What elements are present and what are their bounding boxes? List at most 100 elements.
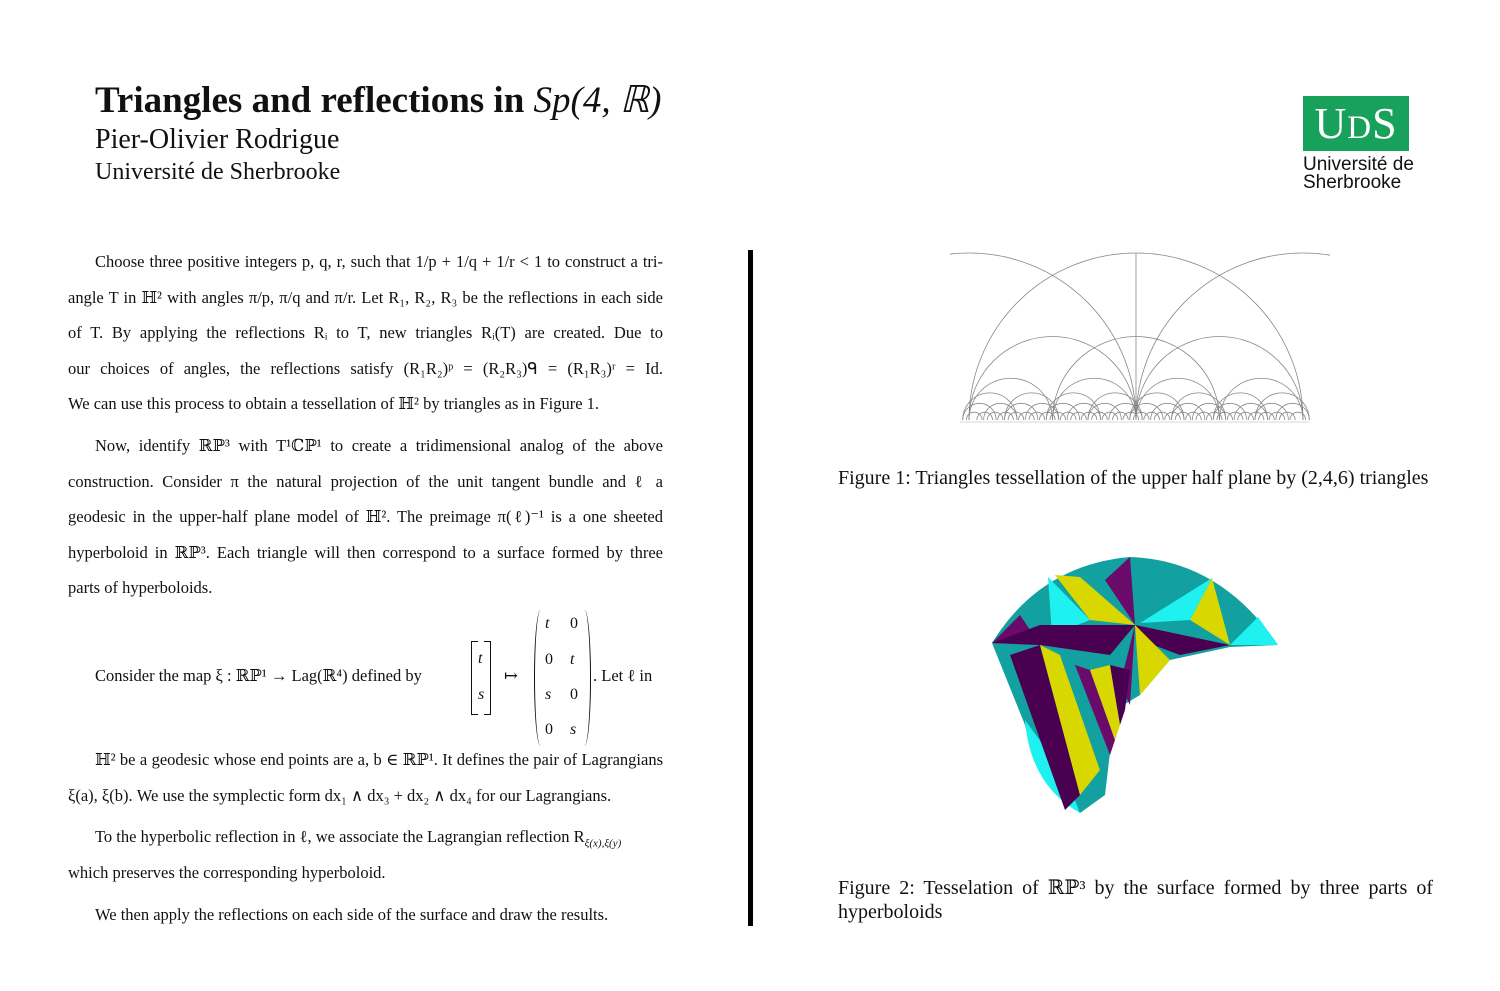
text-line: of T. By applying the reflections Rᵢ to … [68,323,663,342]
text-line: To the hyperbolic reflection in ℓ, we as… [95,827,663,849]
geodesic-arc [1018,411,1035,421]
geodesic-arc [1135,252,1330,421]
geodesic-arc [1108,403,1143,421]
matrix-entry: s [570,721,577,738]
geodesic-arc [1135,336,1304,421]
geodesic-arc [962,402,997,421]
geodesic-arc [1237,411,1254,421]
geodesic-arc [1052,377,1137,421]
text-line: construction. Consider π the natural pro… [68,472,663,491]
subscript: ξ(x),ξ(y) [584,837,622,850]
geodesic-arc [965,411,983,421]
text-line: ξ(a), ξ(b). We use the symplectic form d… [68,786,612,805]
geodesic-arc [1150,403,1185,421]
geodesic-arc [983,402,1018,421]
text-line: Choose three positive integers p, q, r, … [95,252,663,271]
text-line: geodesic in the upper-half plane model o… [68,507,663,526]
facet [1040,645,1100,795]
geodesic-arc [1191,402,1227,421]
facet [1090,665,1120,740]
geodesic-arc [1070,411,1087,421]
facet [1110,665,1130,725]
facet [1135,625,1170,695]
geodesic-arc [1268,411,1286,421]
geodesic-arc [1028,411,1046,421]
geodesic-arc [1087,403,1122,421]
facet [1075,665,1115,755]
matrix-entry: 0 [570,615,578,632]
geodesic-arc [976,411,993,421]
geodesic-arc [1135,377,1220,421]
body-text: Choose three positive integers p, q, r, … [68,0,663,991]
geodesic-arc [1185,411,1202,421]
geodesic-arc [1212,402,1248,421]
geodesic-arc [1279,411,1296,421]
geodesic-arc [1059,411,1077,421]
maps-to-arrow: ↦ [504,666,518,685]
geodesic-arc [1024,402,1060,421]
geodesic-arc [1129,403,1164,421]
matrix-entry: t [545,615,550,632]
text-span: To the hyperbolic reflection in ℓ, we as… [95,827,585,846]
vector-entry: t [478,650,483,667]
map-suffix: . Let ℓ in [593,666,653,685]
poster-title: Triangles and reflections in Sp(4, ℝ) [95,78,661,122]
text-line: hyperboloid in ℝℙ³. Each triangle will t… [68,543,663,562]
geodesic-arc [1052,336,1220,421]
matrix-paren-right [578,610,591,746]
geodesic-arc [1101,411,1119,421]
geodesic-arc [1171,392,1227,421]
geodesic-arc [1195,411,1213,421]
geodesic-arc [962,392,1018,421]
geodesic-arc [1171,403,1206,421]
facet [1060,655,1110,770]
geodesic-arc [1226,411,1244,421]
geodesic-arc [1045,402,1081,421]
figure-2-hyperboloid-surface [992,557,1278,813]
logo-letter: U [1314,99,1348,148]
vector-bracket-left [471,641,478,715]
logo-line: Université de [1303,154,1414,175]
logo-letter: S [1372,99,1398,148]
vector-bracket-right [484,641,491,715]
matrix-entry: 0 [545,721,553,738]
text-line: Now, identify ℝℙ³ with T¹ℂℙ¹ to create a… [95,436,663,455]
text-line: ℍ² be a geodesic whose end points are a,… [95,750,663,769]
geodesic-arc [1233,402,1268,421]
geodesic-arc [1004,402,1039,421]
text-line: which preserves the corresponding hyperb… [68,863,386,882]
map-definition: Consider the map ξ : ℝℙ¹ → Lag(ℝ⁴) defin… [68,600,663,750]
matrix-entry: 0 [570,686,578,703]
title-text: Triangles and reflections in [95,80,534,121]
author-name: Pier-Olivier Rodrigue [95,124,340,155]
text-line: We then apply the reflections on each si… [95,905,609,924]
facet [1055,575,1135,625]
text-line: our choices of angles, the reflections s… [68,359,663,378]
affiliation: Université de Sherbrooke [95,159,341,185]
geodesic-arc [1045,392,1101,421]
figure-2-caption: Figure 2: Tesselation of ℝℙ³ by the surf… [838,877,1433,923]
facet [1190,578,1230,645]
matrix-entry: s [545,686,552,703]
logo-line: Sherbrooke [1303,172,1402,193]
logo-letter: D [1347,110,1373,146]
geodesic-arc [1066,403,1101,421]
facet [1010,645,1080,810]
text-line: angle T in ℍ² with angles π/p, π/q and π… [68,288,663,307]
geodesic-arc [1153,411,1171,421]
geodesic-arc [1219,377,1304,421]
matrix-paren-left [534,610,547,746]
geodesic-arc [950,252,1137,421]
facet [1230,617,1278,645]
text-line: parts of hyperboloids. [68,578,213,597]
geodesic-arc [1129,392,1185,421]
geodesic-arc [1254,392,1310,421]
geodesic-arc [968,336,1137,421]
geodesic-arc [1087,392,1143,421]
matrix-entry: 0 [545,651,553,668]
geodesic-arc [1289,411,1307,421]
facet [1140,578,1212,623]
uds-logo: UDS [1303,96,1409,151]
geodesic-arc [1004,392,1060,421]
